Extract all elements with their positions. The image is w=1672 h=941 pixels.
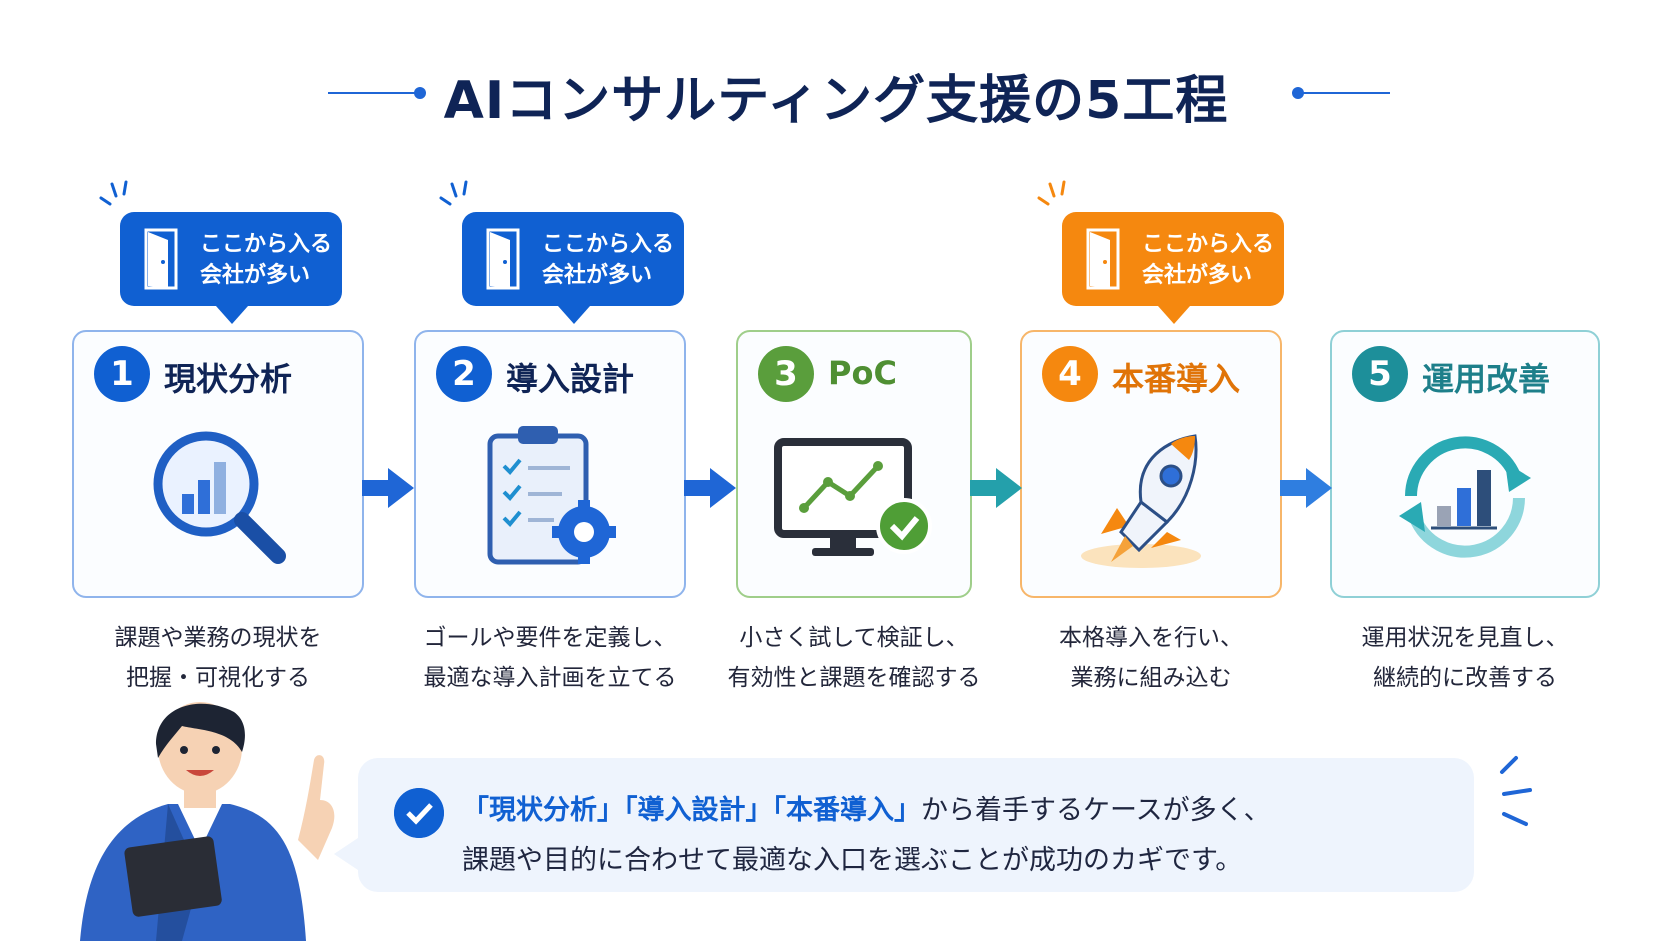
desc-line: 継続的に改善する <box>1373 665 1557 691</box>
check-icon <box>394 788 444 838</box>
entry-badge-2: ここから入る会社が多い <box>462 212 684 324</box>
step-card-1: 1 現状分析 <box>72 330 364 598</box>
step-number: 2 <box>436 346 492 402</box>
highlight-step-2: 「導入設計」 <box>624 795 773 826</box>
title-row: AIコンサルティング支援の5工程 <box>0 58 1672 131</box>
desc-line: 本格導入を行い、 <box>1059 625 1243 651</box>
title-left-dot <box>414 87 426 99</box>
sparkle-icon <box>99 180 128 206</box>
step-description-1: 課題や業務の現状を把握・可視化する <box>72 618 364 698</box>
title-left-line <box>328 92 420 94</box>
desc-line: ゴールや要件を定義し、 <box>423 625 677 651</box>
arrow-right-icon <box>362 468 414 508</box>
badge-line2: 会社が多い <box>1142 263 1253 288</box>
step-description-3: 小さく試して検証し、有効性と課題を確認する <box>716 618 992 698</box>
emphasis-marks-icon <box>1500 756 1532 826</box>
step-title: PoC <box>828 354 897 392</box>
clipboard-gear-icon <box>487 426 616 565</box>
step-number: 3 <box>758 346 814 402</box>
door-icon <box>486 228 520 290</box>
desc-line: 把握・可視化する <box>126 665 310 691</box>
badge-line1: ここから入る <box>542 232 675 257</box>
desc-line: 小さく試して検証し、 <box>739 625 969 651</box>
title-right-line <box>1298 92 1390 94</box>
arrow-right-icon <box>684 468 736 508</box>
step-card-3: 3 PoC <box>736 330 972 598</box>
desc-line: 最適な導入計画を立てる <box>423 665 677 691</box>
cycle-chart-icon <box>1399 436 1531 558</box>
entry-badge-4: ここから入る会社が多い <box>1062 212 1284 324</box>
step-card-5: 5 運用改善 <box>1330 330 1600 598</box>
badge-line1: ここから入る <box>200 232 333 257</box>
badge-line2: 会社が多い <box>542 263 653 288</box>
magnifier-chart-icon <box>153 431 286 564</box>
step-title: 導入設計 <box>506 360 635 398</box>
step-description-4: 本格導入を行い、業務に組み込む <box>1020 618 1282 698</box>
step-description-5: 運用状況を見直し、継続的に改善する <box>1330 618 1600 698</box>
desc-line: 業務に組み込む <box>1070 665 1232 691</box>
step-title: 運用改善 <box>1422 360 1551 398</box>
step-number: 4 <box>1042 346 1098 402</box>
arrow-right-icon <box>970 468 1022 508</box>
desc-line: 有効性と課題を確認する <box>727 665 981 691</box>
step-number: 1 <box>94 346 150 402</box>
rocket-icon <box>1081 434 1201 568</box>
door-icon <box>144 228 178 290</box>
step-card-2: 2 導入設計 <box>414 330 686 598</box>
consultant-avatar <box>80 702 335 941</box>
page-title: AIコンサルティング支援の5工程 <box>443 71 1229 131</box>
desc-line: 運用状況を見直し、 <box>1361 625 1569 651</box>
step-number: 5 <box>1352 346 1408 402</box>
step-title: 本番導入 <box>1112 360 1241 398</box>
summary-line-2: 課題や目的に合わせて最適な入口を選ぶことが成功のカギです。 <box>462 845 1243 876</box>
door-icon <box>1086 228 1120 290</box>
summary-line-1: 「現状分析」「導入設計」「本番導入」から着手するケースが多く、 <box>462 788 1271 827</box>
summary-callout: 「現状分析」「導入設計」「本番導入」から着手するケースが多く、 課題や目的に合わ… <box>334 758 1474 892</box>
desc-line: 課題や業務の現状を <box>114 625 322 651</box>
highlight-step-1: 「現状分析」 <box>462 795 624 826</box>
arrow-right-icon <box>1280 468 1332 508</box>
entry-badge-1: ここから入る会社が多い <box>120 212 342 324</box>
step-card-4: 4 本番導入 <box>1020 330 1282 598</box>
badge-line2: 会社が多い <box>200 263 311 288</box>
sparkle-icon <box>1037 180 1066 206</box>
summary-text: から着手するケースが多く、 <box>921 795 1271 826</box>
monitor-check-icon <box>774 438 932 556</box>
step-title: 現状分析 <box>164 360 293 398</box>
sparkle-icon <box>439 180 468 206</box>
badge-line1: ここから入る <box>1142 232 1275 257</box>
highlight-step-4: 「本番導入」 <box>772 795 922 826</box>
step-description-2: ゴールや要件を定義し、最適な導入計画を立てる <box>414 618 686 698</box>
